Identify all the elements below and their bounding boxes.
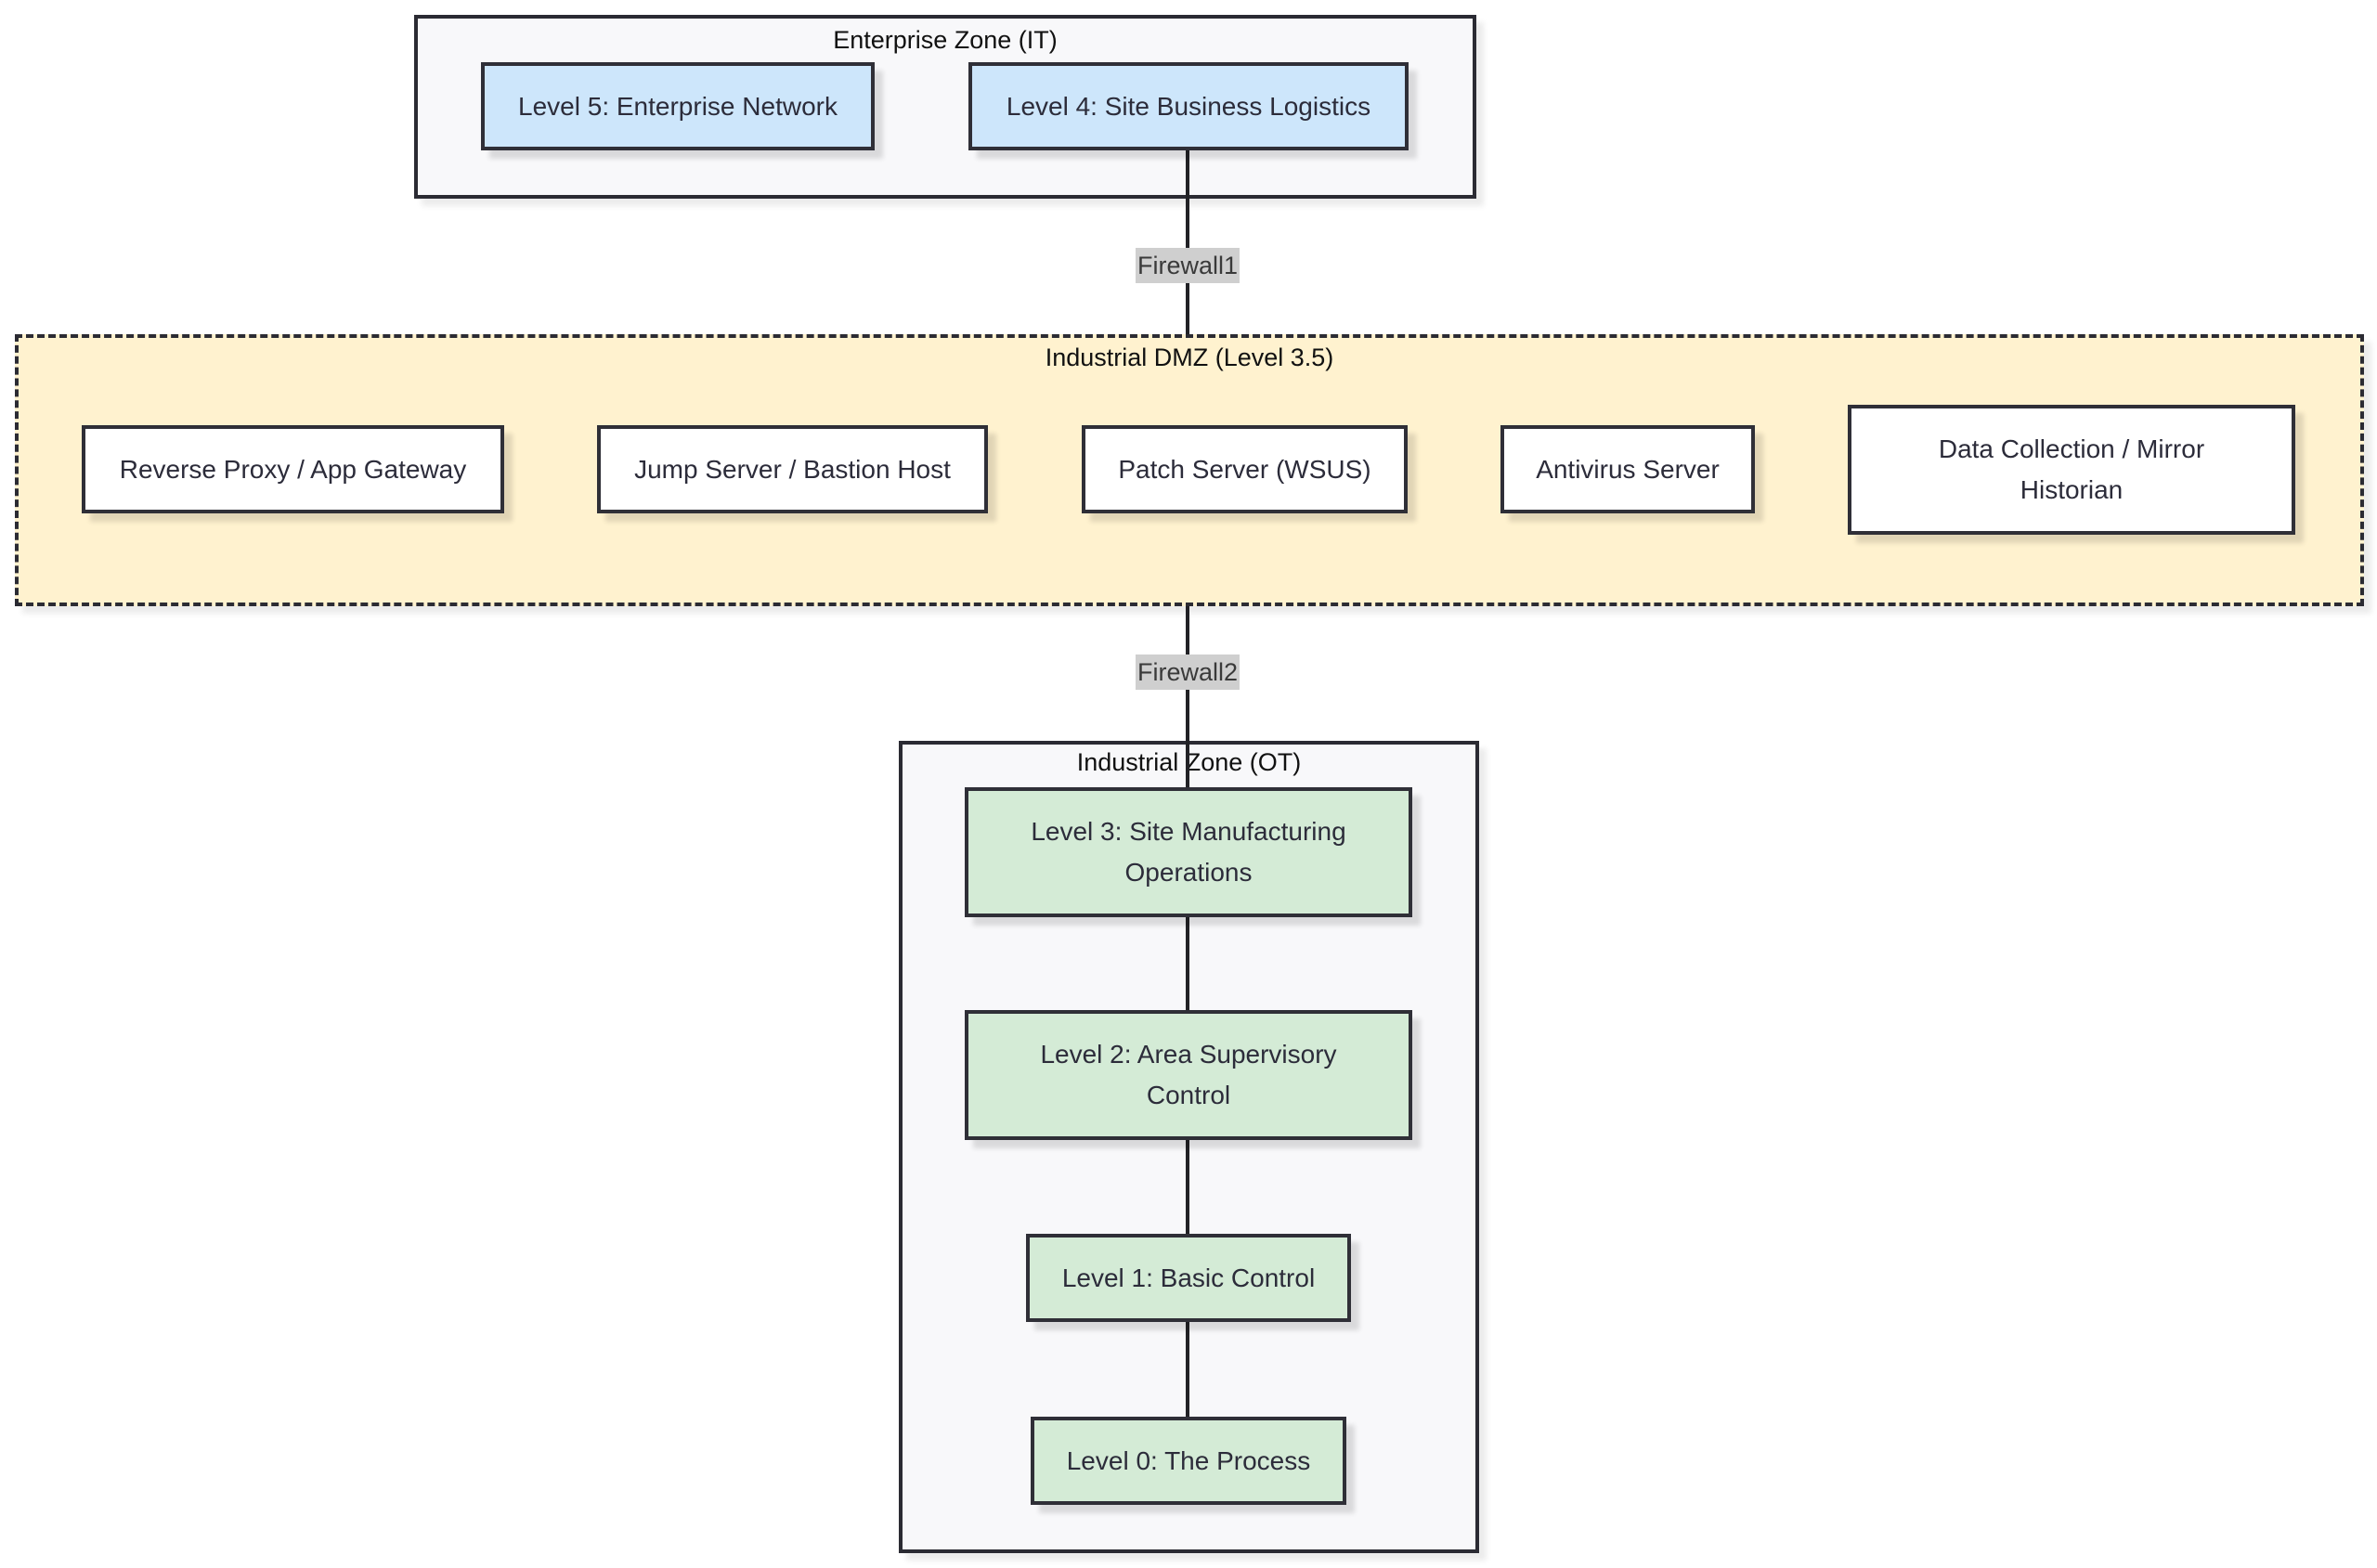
level1-basic-control-node[interactable]: Level 1: Basic Control [1026,1234,1351,1322]
industrial-dmz-zone-title: Industrial DMZ (Level 3.5) [1045,343,1334,371]
enterprise-zone-title: Enterprise Zone (IT) [833,26,1058,54]
level4-site-business-logistics-node[interactable]: Level 4: Site Business Logistics [968,62,1409,150]
historian-node[interactable]: Data Collection / Mirror Historian [1848,405,2295,535]
level5-enterprise-network-node[interactable]: Level 5: Enterprise Network [481,62,875,150]
edge-level3-to-level2 [1186,915,1189,1012]
firewall1-label: Firewall1 [1135,248,1240,283]
edge-level1-to-level0 [1186,1321,1189,1418]
edge-level2-to-level1 [1186,1138,1189,1235]
edge-level4-to-dmz [1186,149,1189,334]
level0-process-node[interactable]: Level 0: The Process [1031,1417,1346,1505]
reverse-proxy-node[interactable]: Reverse Proxy / App Gateway [82,425,504,513]
level3-site-manufacturing-node[interactable]: Level 3: Site Manufacturing Operations [965,787,1412,917]
firewall2-label: Firewall2 [1135,654,1240,690]
antivirus-server-node[interactable]: Antivirus Server [1500,425,1755,513]
edge-dmz-to-level3 [1186,606,1189,789]
patch-server-node[interactable]: Patch Server (WSUS) [1082,425,1408,513]
level2-area-supervisory-node[interactable]: Level 2: Area Supervisory Control [965,1010,1412,1140]
jump-server-node[interactable]: Jump Server / Bastion Host [597,425,988,513]
